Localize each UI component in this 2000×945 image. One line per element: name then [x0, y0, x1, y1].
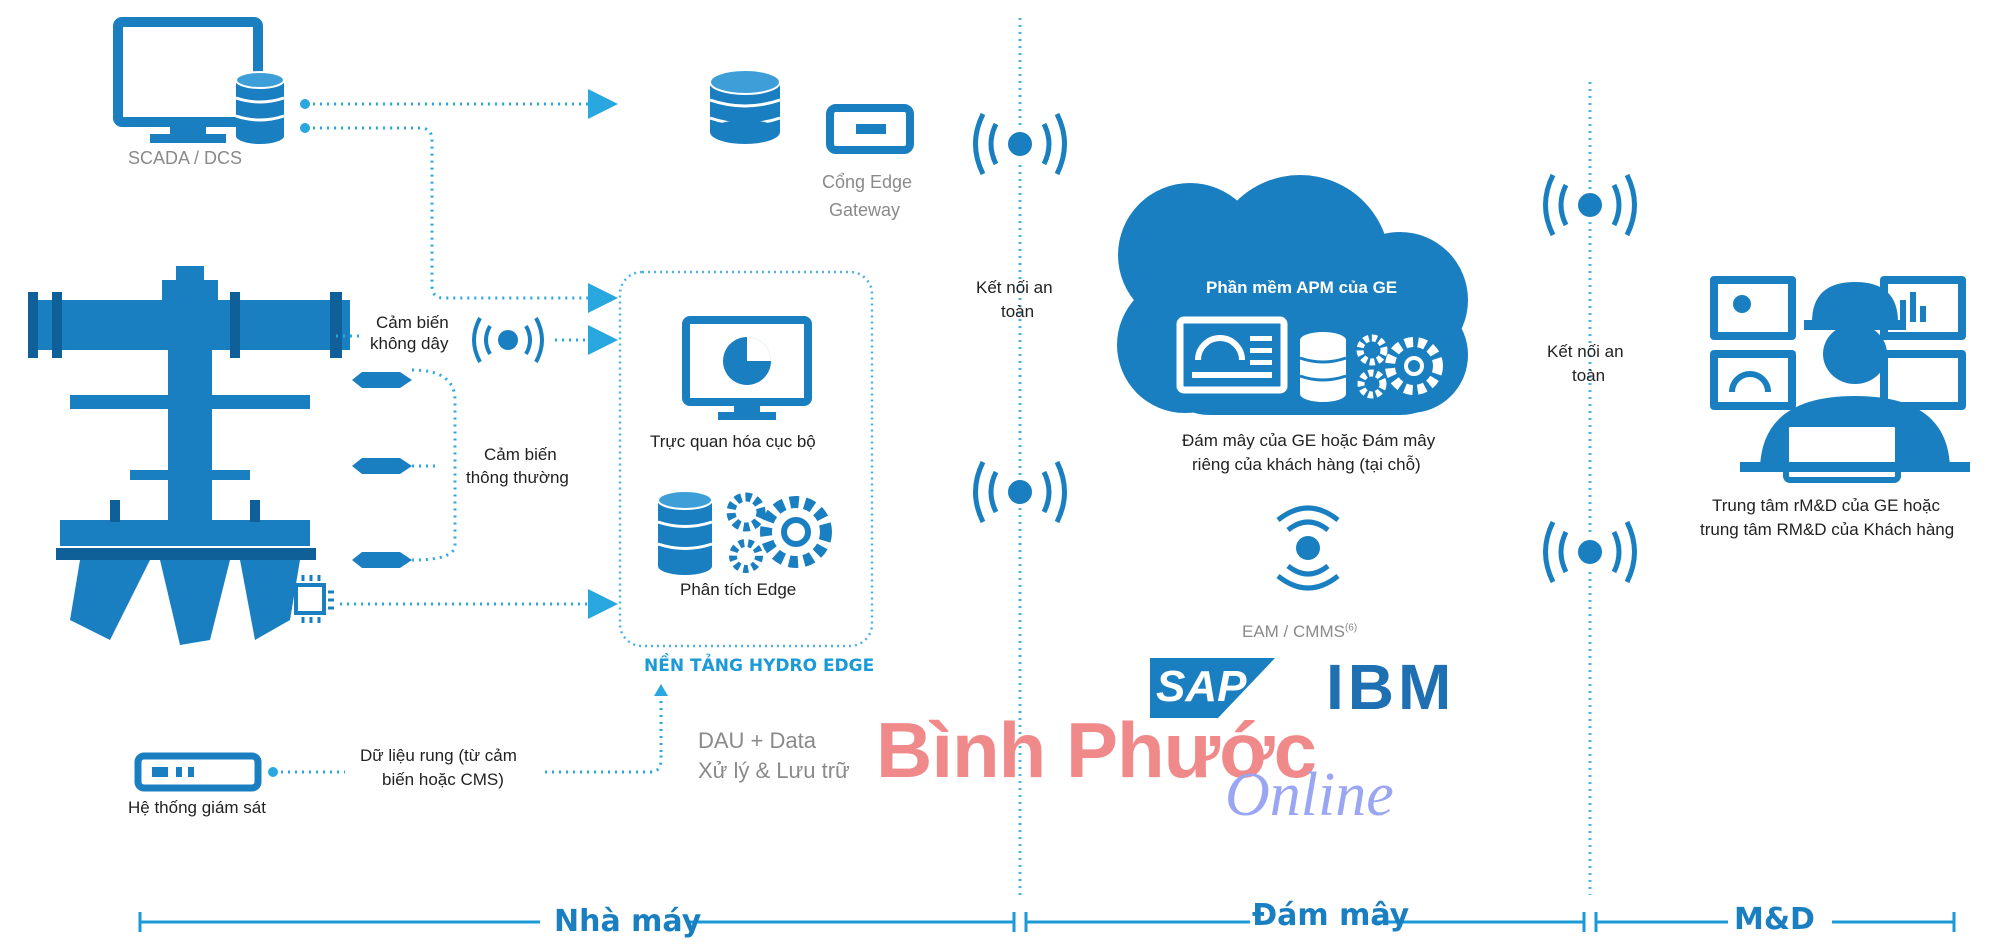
hydro-edge-platform-box	[618, 270, 874, 648]
wireless-sensor-signal-icon	[472, 317, 544, 363]
vibration-connector	[274, 752, 663, 774]
signal-icon	[1543, 173, 1637, 237]
apm-software-label: Phần mềm APM của GE	[1206, 278, 1398, 297]
secure-connection-label-1-line2: toàn	[1001, 302, 1035, 321]
engineer-monitoring-center-icon	[1710, 276, 1970, 483]
watermark-sub: Online	[1225, 761, 1394, 829]
dau-label-line1: DAU + Data	[698, 728, 816, 753]
eam-cmms-label: EAM / CMMS(6)	[1242, 622, 1357, 642]
zone-label-cloud: Đám mây	[1252, 898, 1410, 933]
rmd-center-label-line1: Trung tâm rM&D của GE hoặc	[1712, 496, 1941, 515]
ibm-logo: IBM	[1326, 651, 1456, 723]
gateway-label-line2: Gateway	[829, 200, 901, 220]
zone-label-factory: Nhà máy	[554, 904, 702, 939]
dashboard-icon	[1176, 316, 1288, 394]
vibration-data-label-line2: biến hoặc CMS)	[382, 770, 504, 789]
edge-gateway-icon	[826, 104, 914, 154]
edge-database-icon	[709, 69, 781, 144]
wireless-sensor-label-line2: không dây	[370, 334, 449, 353]
secure-connection-label-2-line2: toàn	[1572, 366, 1606, 385]
sensor-connectors	[336, 325, 618, 619]
cloud-caption-line2: riêng của khách hàng (tại chỗ)	[1192, 455, 1421, 474]
gears-icon	[726, 492, 832, 573]
signal-icon	[973, 112, 1067, 176]
edge-analysis-database-icon	[657, 490, 713, 575]
normal-sensor-label-line2: thông thường	[466, 468, 569, 487]
zone-label-md: M&D	[1734, 902, 1815, 937]
zone-brackets	[138, 912, 1956, 932]
watermark-main: Bình Phước	[876, 706, 1317, 794]
scada-connectors	[306, 89, 618, 313]
gateway-label-line1: Cổng Edge	[822, 172, 913, 192]
signal-icon	[1543, 520, 1637, 584]
monitoring-system-label: Hệ thống giám sát	[128, 798, 266, 817]
cloud-database-icon	[1299, 332, 1347, 402]
chip-icon	[286, 575, 334, 623]
sensor-icon	[352, 372, 412, 568]
edge-analysis-label: Phân tích Edge	[680, 580, 797, 599]
dau-label-line2: Xử lý & Lưu trữ	[698, 758, 850, 783]
secure-connection-label-2-line1: Kết nối an	[1547, 342, 1624, 361]
scada-label: SCADA / DCS	[128, 148, 243, 168]
local-visualization-label: Trực quan hóa cục bộ	[650, 432, 816, 451]
scada-database-icon	[235, 71, 285, 144]
rmd-center-label-line2: trung tâm RM&D của Khách hàng	[1700, 520, 1955, 539]
monitoring-device-icon	[134, 752, 262, 792]
normal-sensor-label-line1: Cảm biến	[484, 445, 557, 464]
cloud-caption-line1: Đám mây của GE hoặc Đám mây	[1182, 431, 1436, 450]
hydro-edge-platform-label: NỀN TẢNG HYDRO EDGE	[644, 656, 875, 676]
eam-signal-icon	[1276, 505, 1340, 591]
visualization-monitor-icon	[682, 316, 812, 420]
eam-cmms-text: EAM / CMMS	[1242, 622, 1345, 641]
wireless-sensor-label-line1: Cảm biến	[376, 313, 449, 332]
secure-connection-label-1-line1: Kết nối an	[976, 278, 1053, 297]
cloud-gears-icon	[1356, 334, 1443, 399]
signal-icon	[973, 460, 1067, 524]
hydro-turbine-icon	[28, 266, 350, 645]
eam-cmms-footnote: (6)	[1344, 622, 1358, 634]
vibration-data-label-line1: Dữ liệu rung (từ cảm	[360, 746, 517, 765]
sap-logo	[1150, 658, 1275, 718]
sap-logo-text: SAP	[1156, 662, 1247, 711]
